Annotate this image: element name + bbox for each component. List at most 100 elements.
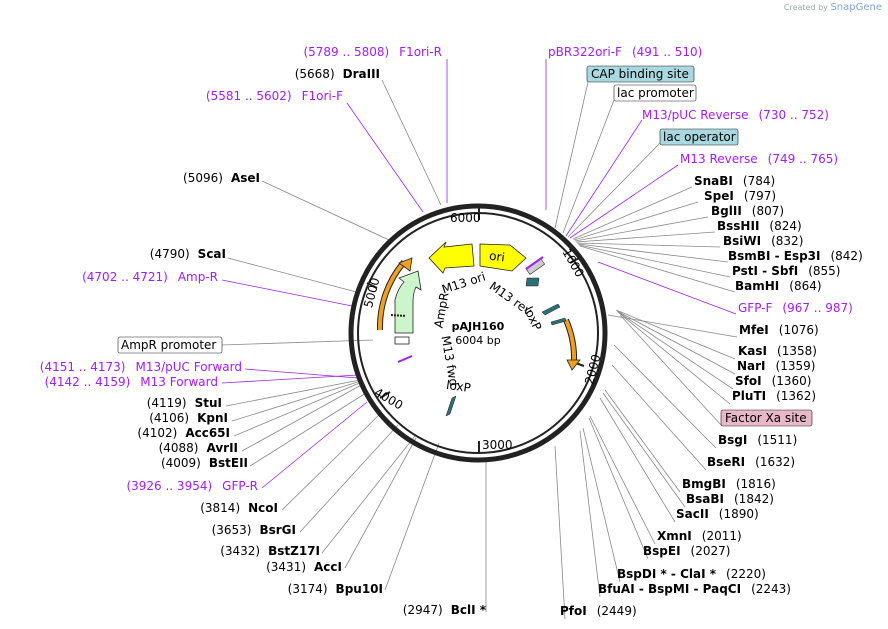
- enzyme-site-label: (4119)StuI: [147, 396, 222, 410]
- enzyme-site-label: XmnI(2011): [657, 529, 742, 543]
- leader-line: [619, 314, 723, 427]
- primer-label: (5789 .. 5808)F1ori-R: [303, 45, 442, 59]
- leader-line: [261, 180, 390, 241]
- leader-line: [572, 186, 693, 240]
- leader-line: [299, 424, 399, 533]
- enzyme-site-label: PstI - SbfI(855): [732, 264, 840, 278]
- factor-xa-site-label: Factor Xa site: [725, 411, 807, 425]
- ampr-promoter-label: AmpR promoter: [121, 338, 216, 352]
- m13-ori-feature: [428, 241, 475, 274]
- ampr-promoter-label-box: [117, 336, 223, 354]
- snapgene-credit: Created by SnapGene: [784, 2, 882, 13]
- primer-marker: [397, 355, 413, 363]
- leader-line: [233, 381, 363, 437]
- loxp-label-1: loxP: [521, 304, 544, 332]
- ampr-promoter-marker: [390, 314, 407, 317]
- leader-line: [575, 231, 716, 243]
- tick-label-3000: 3000: [482, 438, 513, 452]
- leader-line: [576, 242, 721, 248]
- leader-line: [221, 374, 359, 384]
- leader-line: [244, 368, 359, 379]
- loxp-label-2: loxP: [445, 378, 471, 395]
- enzyme-site-label: (4790)ScaI: [150, 247, 226, 261]
- leader-line: [579, 245, 736, 293]
- leader-line: [615, 309, 736, 360]
- leader-line: [597, 261, 737, 315]
- orange-arc-left: [377, 260, 406, 331]
- enzyme-site-label: (3432)BstZ17I: [220, 544, 320, 558]
- enzyme-site-label: BseRI(1632): [707, 455, 795, 469]
- leader-line: [578, 244, 731, 278]
- primer-marker: [525, 256, 544, 270]
- leader-line: [261, 401, 368, 489]
- primer-label: (5581 .. 5602)F1ori-F: [206, 89, 343, 103]
- ampr-promoter-box: [394, 336, 410, 345]
- enzyme-site-label: PfoI(2449): [560, 604, 637, 618]
- leader-line: [617, 311, 734, 390]
- orange-arrowhead-right: [566, 359, 581, 371]
- credit-prefix: Created by: [783, 3, 828, 12]
- cap-binding-site-box: [586, 65, 695, 83]
- enzyme-site-label: (5668)DraIII: [295, 67, 380, 81]
- plasmid-size: 6004 bp: [455, 334, 500, 347]
- primers-right: pBR322ori-F(491 .. 510) M13/pUC Reverse(…: [548, 45, 853, 315]
- enzyme-site-label: SfoI(1360): [735, 374, 811, 388]
- leader-line: [565, 119, 643, 237]
- leader-line: [579, 430, 601, 598]
- enzyme-site-label: PluTI(1362): [732, 389, 816, 403]
- m13-ori-label: M13 ori: [440, 269, 487, 296]
- leader-line: [554, 445, 566, 620]
- loxp-glyph: [445, 395, 457, 417]
- leader-line: [588, 417, 649, 560]
- backbone-outer: [348, 203, 608, 463]
- leader-line: [582, 427, 621, 583]
- cap-binding-site-label: CAP binding site: [591, 67, 689, 81]
- leader-line: [346, 102, 424, 213]
- leader-line: [562, 99, 615, 234]
- boxed-labels: CAP binding site lac promoter lac operat…: [117, 65, 813, 427]
- leader-line: [221, 279, 353, 307]
- leader-line: [567, 142, 661, 238]
- leader-line: [618, 312, 731, 405]
- enzyme-site-label: SpeI(797): [704, 189, 776, 203]
- enzyme-site-label: KasI(1358): [738, 344, 817, 358]
- primer-label: (4142 .. 4159)M13 Forward: [45, 375, 218, 389]
- leader-line: [577, 243, 729, 263]
- leader-line: [241, 383, 364, 452]
- ampr-feature: [394, 270, 422, 334]
- enzyme-site-label: (3653)BsrGI: [212, 523, 296, 537]
- enzyme-site-label: BfuAI - BspMI - PaqCI(2243): [598, 582, 791, 596]
- enzyme-site-label: (4088)AvrII: [159, 441, 238, 455]
- enzymes-right: SnaBI(784)SpeI(797)BglII(807)BssHII(824)…: [560, 174, 863, 618]
- leader-line: [602, 392, 686, 508]
- enzyme-site-label: BsgI(1511): [718, 433, 797, 447]
- leader-line: [613, 344, 717, 449]
- primers-left: (5789 .. 5808)F1ori-R (5581 .. 5602)F1or…: [40, 45, 442, 493]
- plasmid-name: pAJH160: [452, 320, 505, 333]
- leader-line: [384, 442, 440, 591]
- enzyme-site-label: BamHI(864): [735, 279, 822, 293]
- leader-line: [554, 81, 589, 229]
- leader-line: [344, 437, 417, 569]
- enzyme-site-label: (4106)KpnI: [149, 411, 228, 425]
- enzyme-site-label: BmgBI(1816): [682, 477, 776, 491]
- enzyme-site-label: (4009)BstEII: [161, 456, 248, 470]
- leader-line: [616, 310, 736, 375]
- credit-brand: SnapGene: [830, 2, 882, 13]
- leader-line: [221, 339, 374, 346]
- primer-label: (3926 .. 3954)GFP-R: [126, 479, 258, 493]
- tick-label-6000: 6000: [450, 211, 481, 225]
- enzyme-site-label: BspEI(2027): [643, 544, 730, 558]
- leader-line: [281, 412, 382, 511]
- loxp-glyph: [550, 317, 567, 326]
- lac-operator-box: [659, 128, 739, 146]
- enzyme-site-label: (3814)NcoI: [200, 501, 278, 515]
- leader-line: [604, 389, 681, 493]
- lac-promoter-box: [613, 84, 697, 102]
- primer-label: pBR322ori-F(491 .. 510): [548, 45, 702, 59]
- enzyme-site-label: SacII(1890): [676, 507, 759, 521]
- enzyme-site-label: (3431)AccI: [266, 560, 342, 574]
- backbone-inner: [357, 212, 599, 454]
- enzyme-site-label: BspDI * - ClaI *(2220): [617, 567, 766, 581]
